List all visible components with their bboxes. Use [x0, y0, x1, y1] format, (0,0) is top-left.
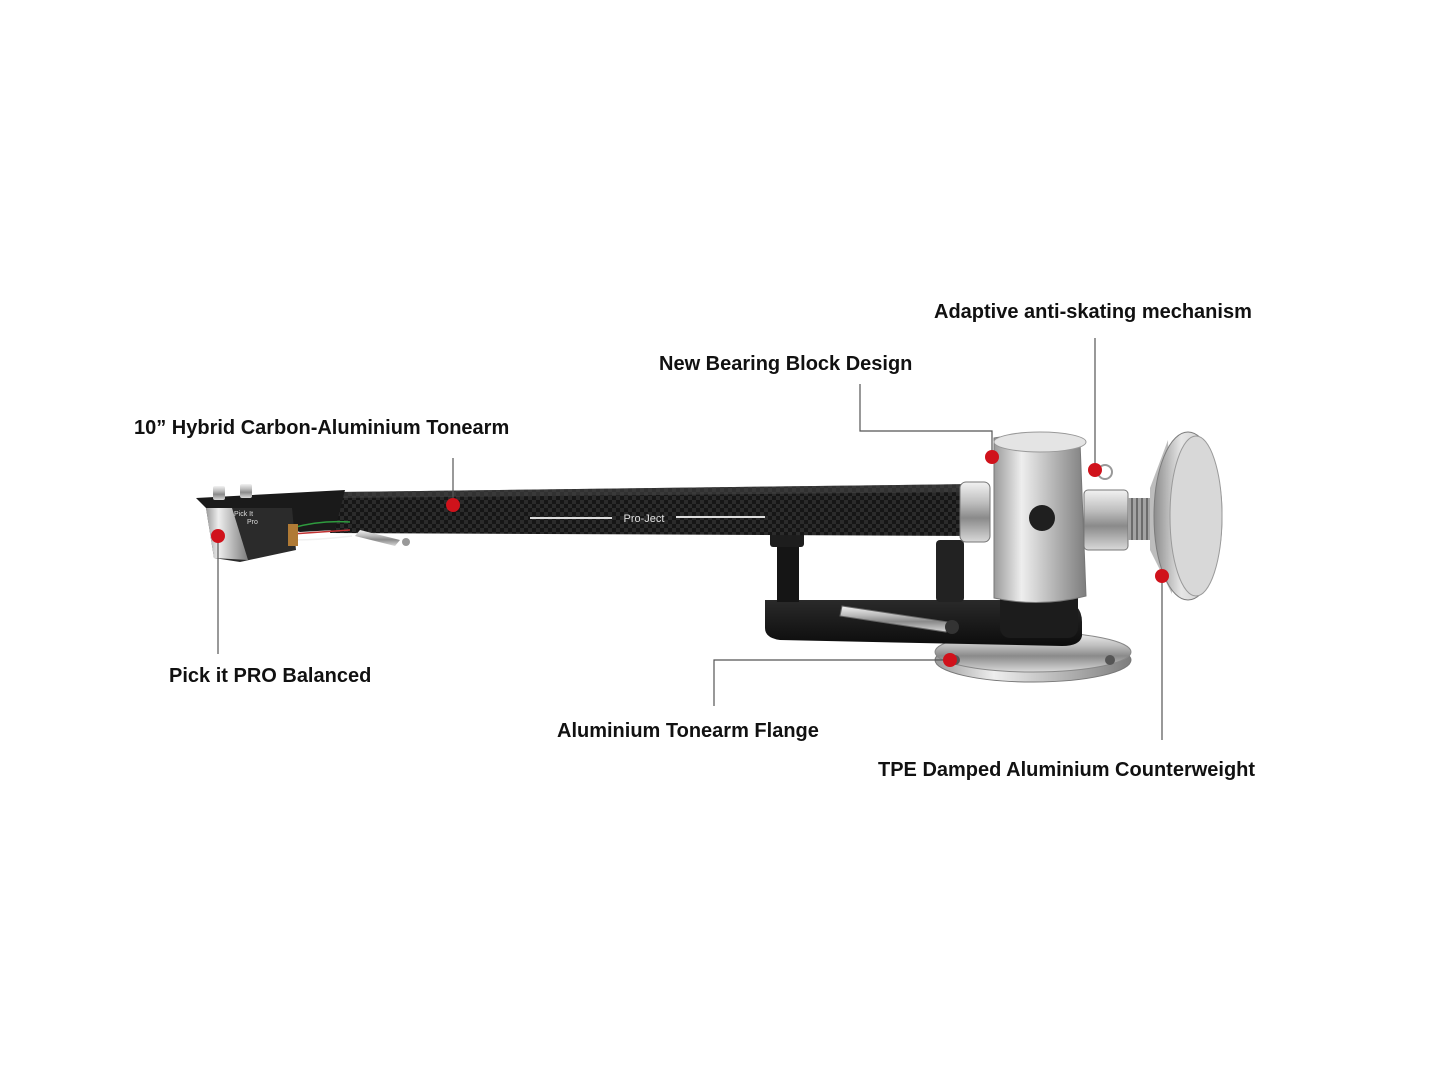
label-counterweight: TPE Damped Aluminium Counterweight [878, 759, 1256, 781]
arm-logo: Pro-Ject [624, 513, 665, 525]
counterweight-part [1150, 431, 1223, 601]
leader-flange [713, 659, 950, 706]
label-anti-skating: Adaptive anti-skating mechanism [934, 301, 1252, 323]
label-flange: Aluminium Tonearm Flange [557, 720, 819, 742]
label-bearing-block: New Bearing Block Design [659, 353, 913, 375]
marker-tonearm [446, 498, 460, 512]
marker-bearing [985, 450, 999, 464]
bearing-block-part [959, 431, 1150, 603]
arm-tube-part: Pro-Ject [330, 484, 975, 536]
marker-antiskate [1088, 463, 1102, 477]
cartridge-model-text: Pro [247, 519, 258, 526]
label-cartridge: Pick it PRO Balanced [169, 665, 372, 687]
flange-part [934, 631, 1132, 683]
label-tonearm: 10” Hybrid Carbon-Aluminium Tonearm [134, 417, 510, 439]
marker-cartridge [211, 529, 225, 543]
headshell-part: Pick It Pro [196, 484, 410, 562]
leader-lines [217, 338, 1163, 740]
marker-flange [943, 653, 957, 667]
cartridge-brand-text: Pick It [234, 511, 253, 518]
marker-counterweight [1155, 569, 1169, 583]
leader-bearing [859, 384, 993, 455]
callout-markers [211, 450, 1169, 667]
